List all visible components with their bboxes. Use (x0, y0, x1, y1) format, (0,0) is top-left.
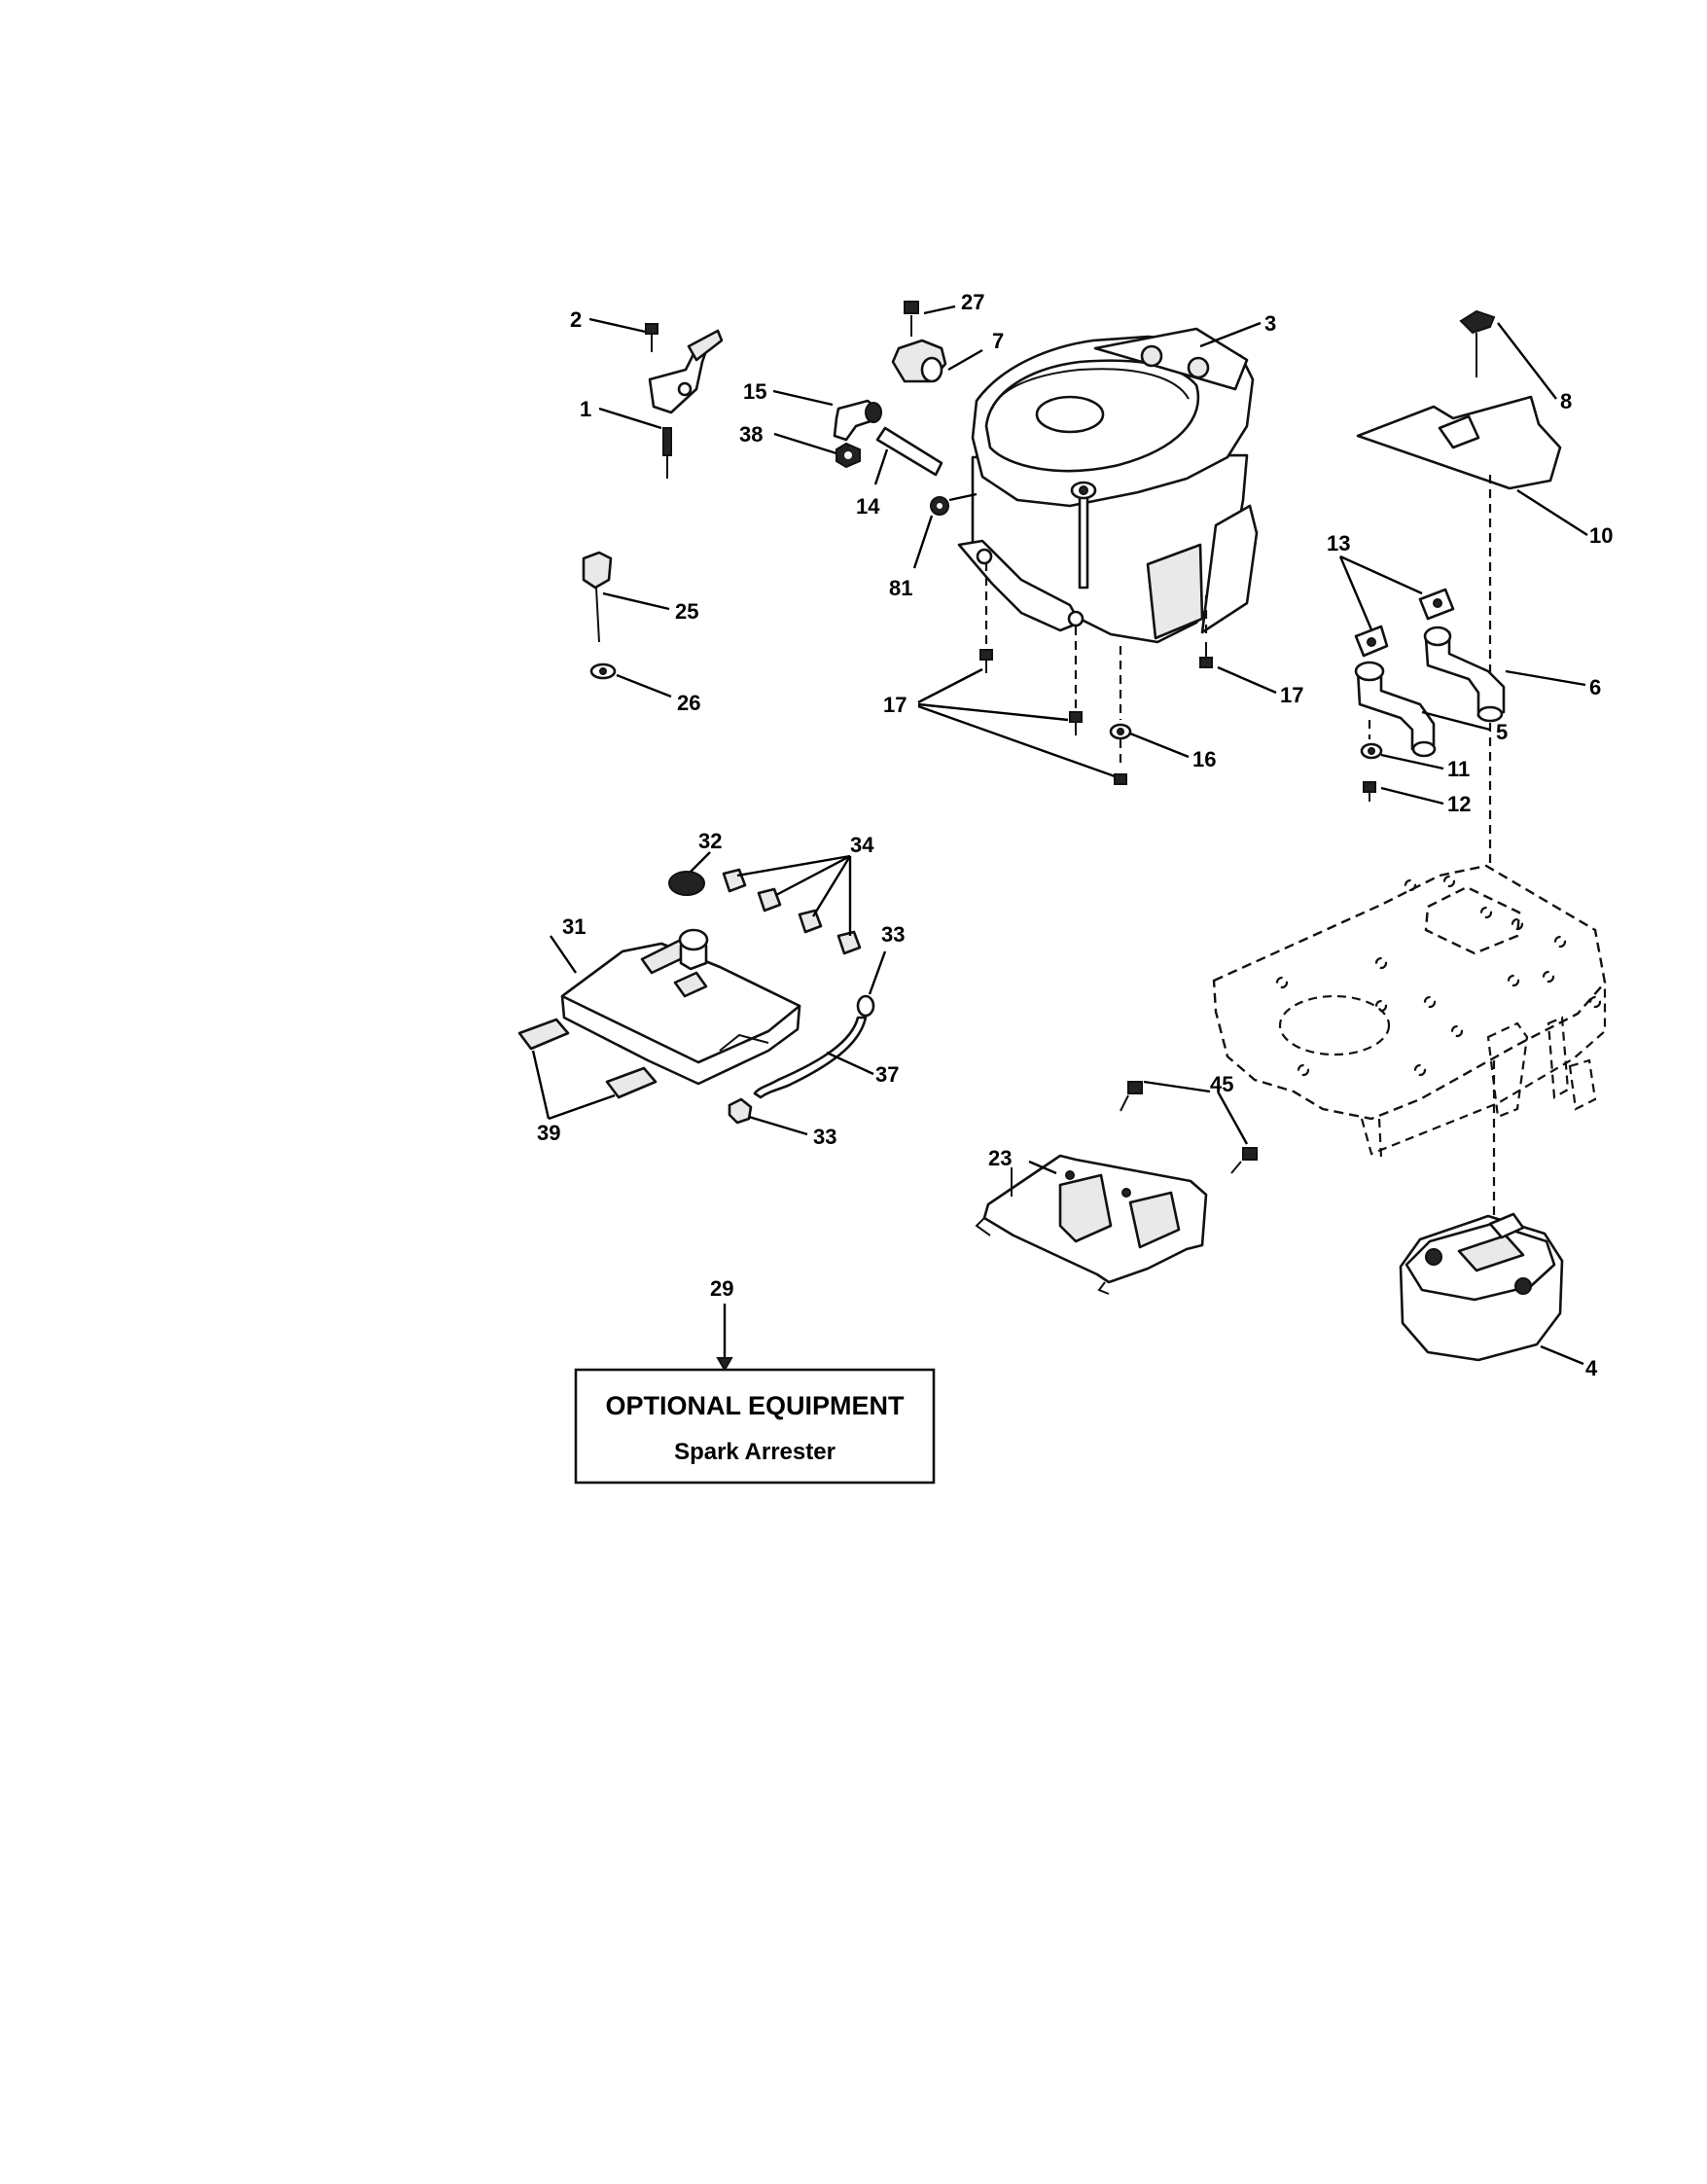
callout-14: 14 (856, 494, 880, 519)
callout-33-top: 33 (881, 922, 905, 947)
callout-32: 32 (698, 829, 722, 853)
exhaust-pipes-part (1338, 555, 1586, 806)
throttle-bracket-part (588, 317, 724, 479)
callout-6: 6 (1589, 675, 1601, 699)
clamp-part (891, 301, 983, 383)
callout-15: 15 (743, 379, 766, 404)
dipstick-part (582, 551, 672, 698)
callout-25: 25 (675, 599, 698, 624)
engine-part (957, 321, 1262, 644)
callout-34: 34 (850, 833, 874, 857)
nut-81-part (912, 492, 978, 569)
callout-45: 45 (1210, 1072, 1233, 1096)
callout-17-left: 17 (883, 693, 907, 717)
spark-arrester-label: Spark Arrester (674, 1439, 836, 1465)
callout-2: 2 (570, 307, 582, 332)
callout-38: 38 (739, 422, 763, 447)
callout-4: 4 (1585, 1356, 1598, 1380)
callout-33-bottom: 33 (813, 1125, 836, 1149)
optional-equipment-heading: OPTIONAL EQUIPMENT (605, 1391, 905, 1420)
heat-shield-part (1356, 309, 1588, 905)
optional-equipment-box (574, 1368, 936, 1485)
callout-5: 5 (1496, 720, 1508, 744)
callout-7: 7 (992, 329, 1004, 353)
callout-29: 29 (710, 1276, 733, 1301)
callout-16: 16 (1192, 747, 1216, 771)
callout-13: 13 (1327, 531, 1350, 555)
callout-8: 8 (1560, 389, 1572, 413)
callout-12: 12 (1447, 792, 1471, 816)
fuel-fitting-part (772, 389, 943, 485)
callout-1: 1 (580, 397, 591, 421)
callout-23: 23 (988, 1146, 1012, 1170)
muffler-bracket-part (975, 1080, 1258, 1295)
callout-17-right: 17 (1280, 683, 1303, 707)
battery-cable-part (728, 950, 887, 1136)
mower-frame-part (1212, 864, 1607, 1228)
callout-10: 10 (1589, 523, 1613, 548)
callout-81: 81 (889, 576, 912, 600)
callout-26: 26 (677, 691, 700, 715)
optional-equipment-group (574, 1304, 936, 1485)
callout-31: 31 (562, 914, 586, 939)
callout-27: 27 (961, 290, 984, 314)
callout-37: 37 (875, 1062, 899, 1087)
callout-39: 39 (537, 1121, 560, 1145)
engine-bolts-part (917, 562, 1277, 785)
callout-3: 3 (1264, 311, 1276, 336)
callout-11: 11 (1447, 757, 1470, 781)
battery-tray-part (517, 851, 862, 1121)
muffler-part (1399, 1212, 1584, 1366)
